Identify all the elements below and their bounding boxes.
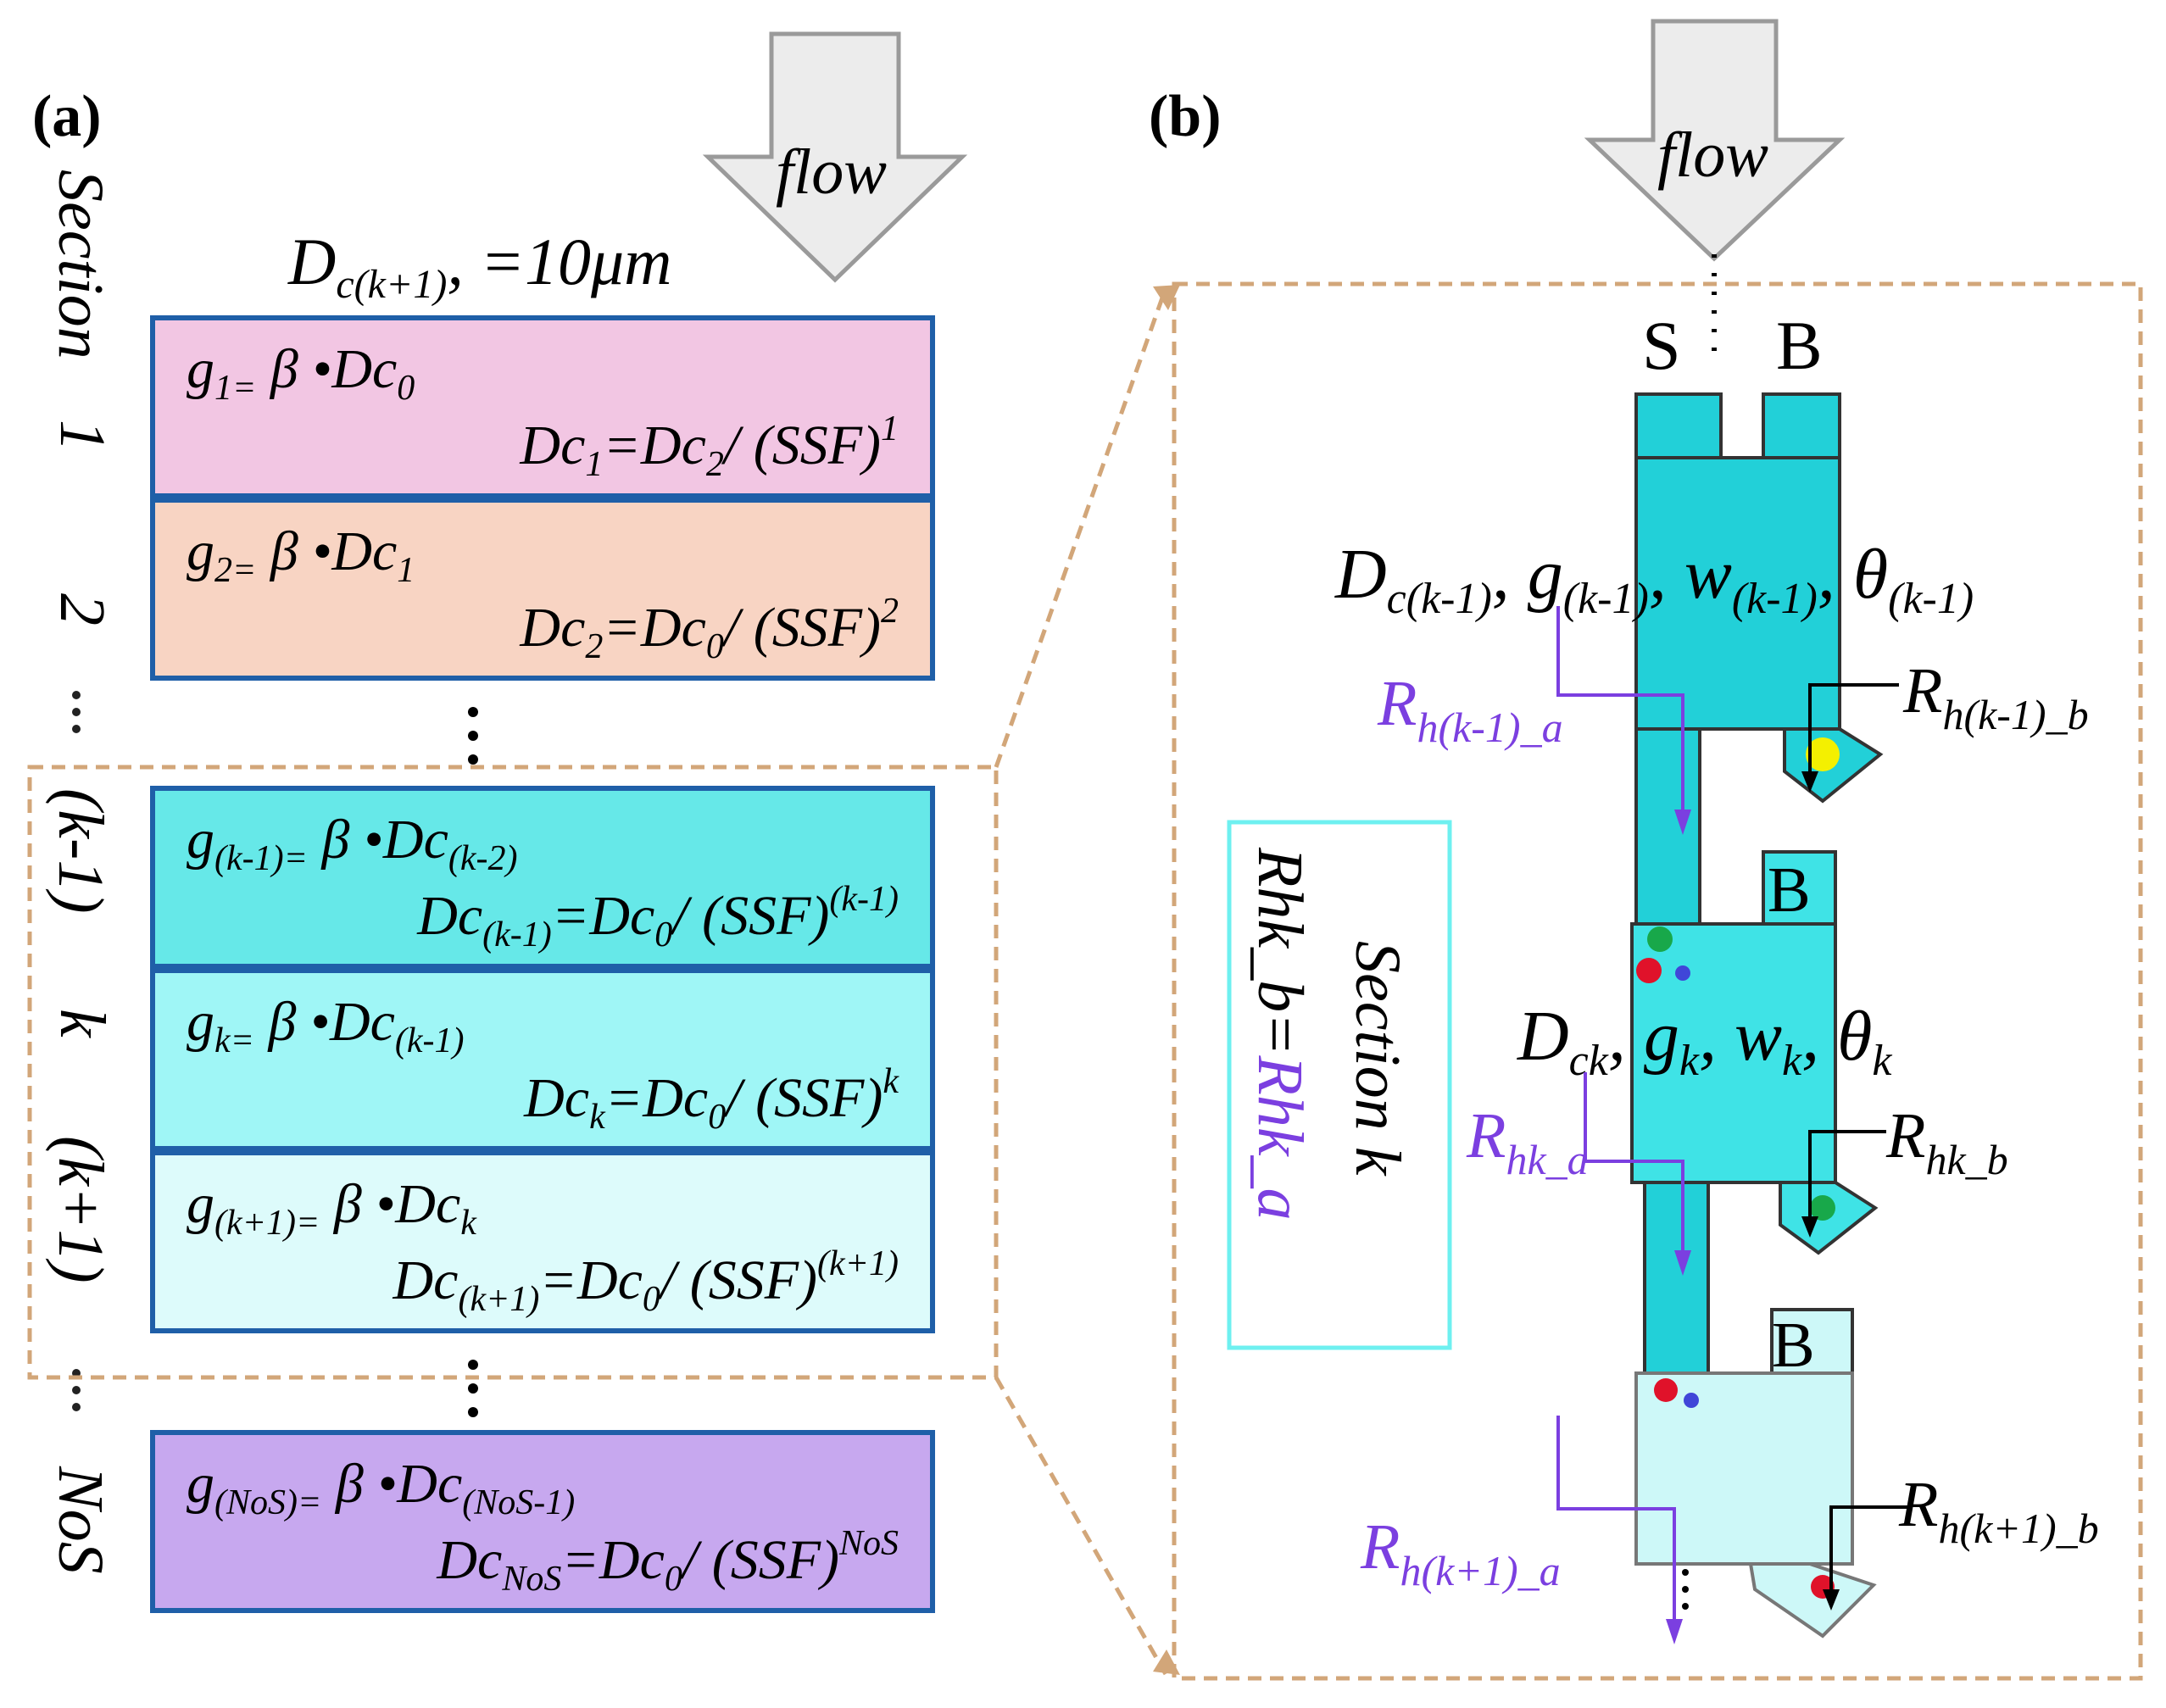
section-word: Section <box>45 170 116 359</box>
section-box-rect <box>150 1430 935 1613</box>
flow-label-a: flow <box>776 136 887 208</box>
mid-green-dot-bottom <box>1810 1195 1835 1221</box>
zoom-connector-bottom <box>994 1376 1168 1676</box>
rb-arrow-low <box>1829 1505 1907 1594</box>
rb-arrowhead-upper <box>1801 771 1818 793</box>
device-mid <box>1630 850 1879 1375</box>
zoom-arrowhead-top <box>1153 285 1180 310</box>
ra-arrowhead-upper <box>1674 809 1691 835</box>
dc-equation: Dc(k+1)=Dc0/ (SSF)(k+1) <box>392 1244 899 1319</box>
top-dc-label: Dc(k+1), =10μm <box>287 225 671 307</box>
r-mid-a: Rhk_a <box>1466 1100 1589 1183</box>
label-b-mid: B <box>1768 854 1811 926</box>
g-equation: g(NoS)= β •Dc(NoS-1) <box>187 1453 575 1522</box>
rb-arrow-mid <box>1808 1130 1886 1221</box>
section-k-box <box>1227 820 1452 1350</box>
panel-b-label: (b) <box>1149 84 1222 149</box>
zoom-frame-a <box>27 765 999 1380</box>
ra-arrow-low <box>1556 1416 1676 1623</box>
center-dots-lower <box>468 1360 478 1417</box>
row-label-k-minus-1: (k-1) <box>45 788 116 914</box>
label-b-low: B <box>1772 1310 1815 1381</box>
upper-params: Dc(k-1), g(k-1), w(k-1), θ(k-1) <box>1334 535 1974 623</box>
mid-params: Dck, gk, wk, θk <box>1517 997 1892 1085</box>
lower-dots-b <box>1682 1569 1689 1610</box>
section-box-rect <box>150 315 935 498</box>
zoom-frame-b <box>1172 281 2143 1681</box>
ra-arrowhead-low <box>1666 1619 1683 1644</box>
dc-equation: DcNoS=Dc0/ (SSF)NoS <box>436 1524 899 1599</box>
dc-equation: Dc(k-1)=Dc0/ (SSF)(k-1) <box>416 880 899 954</box>
flow-arrow-a: flow <box>702 31 968 283</box>
section-box: g(NoS)= β •Dc(NoS-1)DcNoS=Dc0/ (SSF)NoS <box>150 1430 935 1613</box>
mid-green-dot-top <box>1647 926 1673 952</box>
g-equation: g1= β •Dc0 <box>187 338 415 408</box>
r-upper-a: Rh(k-1)_a <box>1377 668 1563 751</box>
section-box-rect <box>150 498 935 681</box>
section-box-rect <box>150 786 935 969</box>
g-equation: gk= β •Dc(k-1) <box>187 991 465 1060</box>
upper-yellow-dot <box>1806 737 1840 771</box>
g-equation: g(k-1)= β •Dc(k-2) <box>187 809 518 878</box>
row-label-k-plus-1: (k+1) <box>45 1136 116 1283</box>
label-b-top: B <box>1776 307 1823 384</box>
g-equation: g2= β •Dc1 <box>187 520 415 590</box>
rb-arrowhead-low <box>1823 1589 1840 1611</box>
dc-equation: Dc1=Dc2/ (SSF)1 <box>519 409 899 484</box>
device-upper <box>1634 392 1884 943</box>
low-red-dot <box>1654 1378 1678 1402</box>
r-mid-b: Rhk_b <box>1885 1100 2008 1183</box>
flow-arrow-b: flow <box>1584 19 1846 262</box>
row-label-2: 2 <box>47 593 118 626</box>
section-box: g(k-1)= β •Dc(k-2)Dc(k-1)=Dc0/ (SSF)(k-1… <box>150 786 935 969</box>
panel-a-label: (a) <box>32 84 102 149</box>
section-box-rect <box>150 1150 935 1333</box>
rb-arrow-upper <box>1808 683 1899 776</box>
r-low-b: Rh(k+1)_b <box>1898 1469 2099 1552</box>
g-equation: g(k+1)= β •Dck <box>187 1173 477 1243</box>
section-k-label: Section k <box>1342 941 1413 1177</box>
device-lower <box>1634 1308 1877 1638</box>
flow-label-b: flow <box>1657 120 1768 191</box>
dc-equation: Dck=Dc0/ (SSF)k <box>523 1062 899 1137</box>
rhk-equation: Rhk_b=Rhk_a <box>1244 847 1316 1221</box>
mid-red-dot <box>1636 958 1662 983</box>
row-label-k: k <box>47 1009 118 1038</box>
label-s: S <box>1642 307 1681 384</box>
low-blue-dot <box>1684 1393 1699 1408</box>
center-dots-upper <box>468 707 478 765</box>
row-label-1: 1 <box>47 420 118 452</box>
section-box: gk= β •Dc(k-1) Dck=Dc0/ (SSF)k <box>150 968 935 1151</box>
section-box-rect <box>150 968 935 1151</box>
ra-arrow-upper <box>1556 606 1684 814</box>
rb-arrowhead-mid <box>1801 1216 1818 1238</box>
r-upper-b: Rh(k-1)_b <box>1902 655 2089 738</box>
mid-blue-dot <box>1675 965 1690 981</box>
ra-arrowhead-mid <box>1674 1250 1691 1276</box>
row-label-nos: NoS <box>45 1466 116 1574</box>
ra-arrow-mid <box>1584 1072 1684 1255</box>
zoom-connector-top <box>994 287 1168 768</box>
r-low-a: Rh(k+1)_a <box>1360 1511 1561 1594</box>
dc-equation: Dc2=Dc0/ (SSF)2 <box>519 592 899 666</box>
left-dots-upper <box>72 691 81 733</box>
